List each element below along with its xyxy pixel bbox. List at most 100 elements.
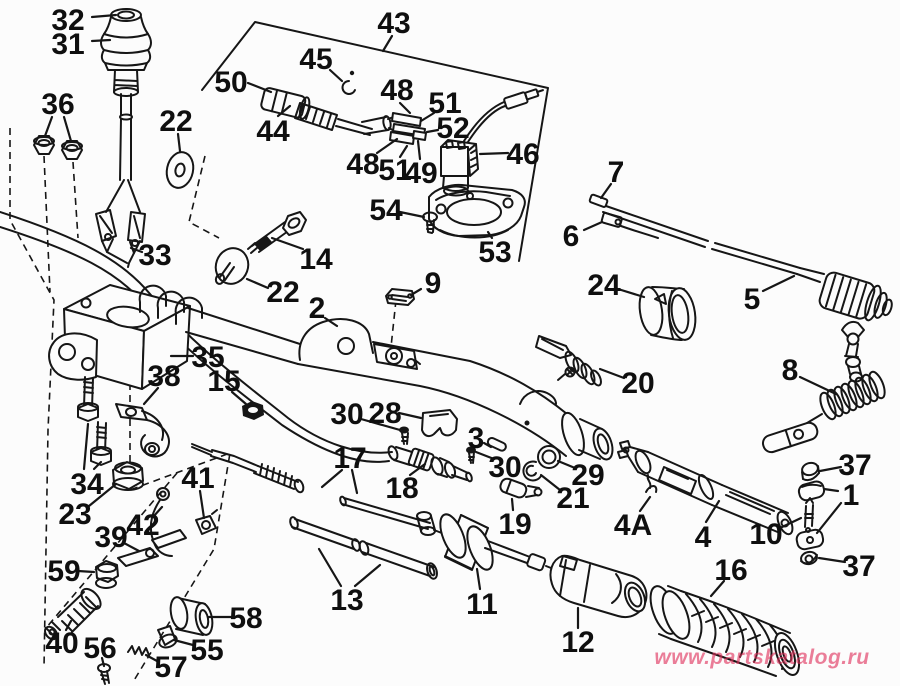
leader-line-32 [90,13,118,19]
leader-line-43 [381,34,394,53]
part-34-bolts [77,376,112,466]
leader-line-44 [276,104,292,118]
part-label-42: 42 [126,509,159,542]
leader-line-18 [408,462,427,477]
part-label-56: 56 [83,632,116,665]
part-16-grip [649,585,801,677]
part-55-plunger [157,625,178,649]
part-7-cable-tip [588,193,609,208]
leader-line-59 [76,569,96,574]
part-label-19: 19 [498,508,531,541]
part-28-clamp-block [421,409,458,438]
part-label-24: 24 [587,269,621,302]
part-label-20: 20 [621,367,654,400]
part-22-cup-washer [214,247,250,285]
part-39-link [117,529,187,567]
leader-line-45 [328,68,344,83]
leader-line-16 [709,579,726,598]
part-label-1: 1 [843,479,860,512]
part-label-31: 31 [51,28,84,61]
leader-line-53 [486,230,494,240]
leader-line-42 [151,505,164,519]
leader-line-30 [474,450,496,461]
part-label-9: 9 [425,267,442,300]
part-44-sleeve [294,102,373,136]
part-label-2: 2 [309,292,326,325]
part-label-16: 16 [714,554,747,587]
leader-line-46 [478,151,510,156]
part-label-50: 50 [214,66,247,99]
leader-line-13 [317,547,343,588]
leader-line-56 [100,656,106,668]
leader-line-15 [230,390,248,406]
leader-line-17 [320,468,344,489]
part-label-30: 30 [488,451,521,484]
part-label-18: 18 [385,472,418,505]
leader-line-36 [62,115,73,143]
part-23-nut [112,461,144,491]
part-label-4: 4 [695,521,712,554]
leader-line-36 [43,115,54,138]
part-45-clip [341,70,356,95]
part-21-c-clip [522,460,542,482]
part-label-23: 23 [58,498,91,531]
part-label-14: 14 [299,243,333,276]
part-label-8: 8 [782,354,799,387]
part-53-bracket-plate [428,183,526,239]
part-19-link [499,477,543,499]
leader-line-39 [122,541,141,553]
leader-line-2 [323,316,339,328]
leader-line-40 [64,619,73,632]
part-label-48: 48 [380,74,413,107]
leader-line-8 [798,375,838,396]
leader-line-5 [761,274,796,293]
part-label-6: 6 [563,220,580,253]
part-41-clevis [195,509,218,535]
leader-line-21 [539,473,562,492]
part-11-damper [439,513,552,572]
leader-line-52 [425,128,440,134]
leader-line-48 [398,101,412,115]
part-label-28: 28 [368,397,401,430]
part-label-46: 46 [506,138,539,171]
part-label-53: 53 [478,236,511,269]
part-20-fitting [535,335,602,387]
leader-line-55 [172,638,195,647]
group-box-43 [201,21,549,262]
part-label-37: 37 [838,449,871,482]
part-label-59: 59 [47,555,80,588]
leader-line-38 [142,386,160,406]
part-2-steering-arm [185,307,614,461]
part-label-4A: 4A [614,509,652,542]
part-58-roller [169,596,214,636]
part-label-11: 11 [466,588,498,621]
watermark: www.partskatalog.ru [654,646,869,669]
leader-line-4 [704,499,721,524]
part-label-44: 44 [256,115,290,148]
part-label-55: 55 [190,634,223,667]
leader-line-14 [270,236,305,251]
leader-line-22 [245,277,270,290]
dashed-construction-lines [9,128,397,683]
leader-line-49 [416,139,422,161]
part-label-29: 29 [571,459,604,492]
part-label-39: 39 [94,521,127,554]
part-label-38: 38 [147,360,180,393]
part-13-tubes [289,516,438,580]
part-label-37: 37 [842,550,875,583]
part-57-spring [127,645,150,656]
part-label-17: 17 [333,442,366,475]
part-31-32-switch [95,8,152,268]
leader-line-48 [375,137,399,155]
part-8-lanyard [761,320,886,454]
part-label-33: 33 [138,239,171,272]
leader-line-41 [198,489,206,520]
part-label-7: 7 [608,156,625,189]
leader-line-9 [409,287,423,297]
leader-line-3 [482,441,493,449]
part-label-43: 43 [377,7,410,40]
part-label-40: 40 [45,627,78,660]
